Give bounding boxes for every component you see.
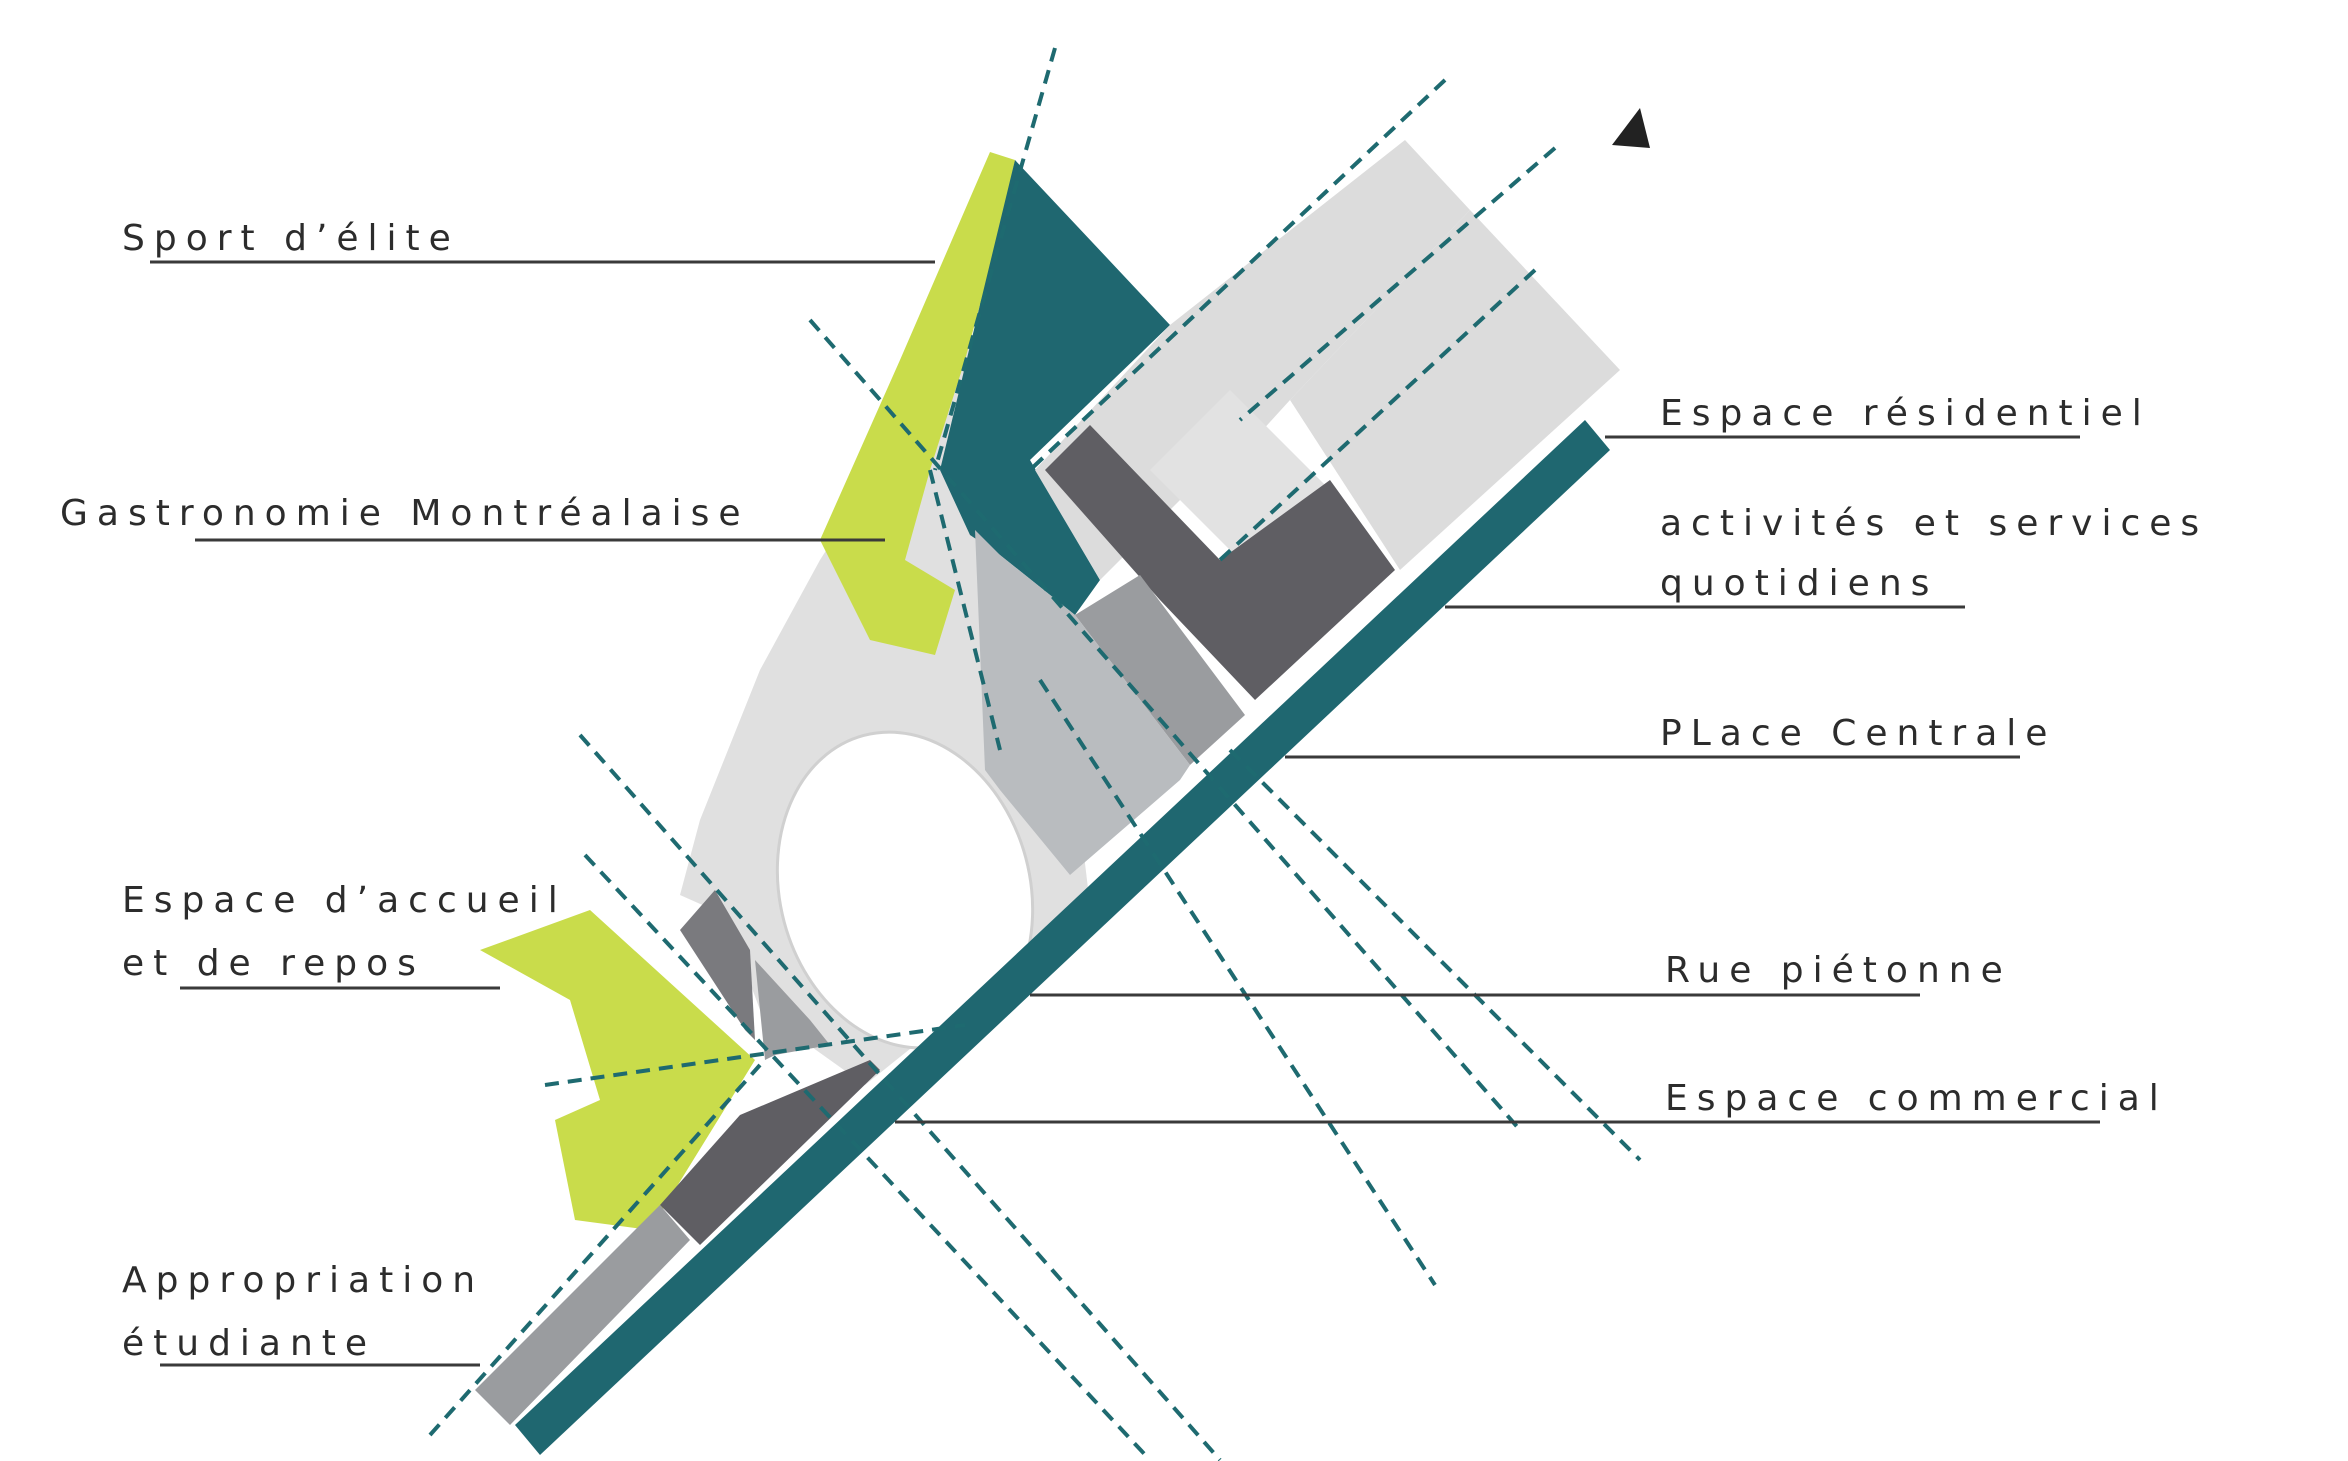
axis-line <box>1238 146 1557 422</box>
label-sport-elite: Sport d’élite <box>122 218 460 259</box>
label-gastronomie: Gastronomie Montréalaise <box>60 493 750 534</box>
label-activites-line1: activités et services <box>1660 503 2208 544</box>
accueil-area <box>480 910 755 1230</box>
axis-line <box>928 469 1002 751</box>
residential-block-1 <box>1035 140 1470 580</box>
axis-line <box>544 1023 966 1087</box>
rue-band <box>515 420 1610 1455</box>
label-appropriation-line2: étudiante <box>122 1323 376 1364</box>
sport-elite-area <box>820 152 1015 655</box>
axis-line <box>428 1063 762 1437</box>
label-rue-pietonne: Rue piétonne <box>1665 950 2012 991</box>
accueil-small-block-2 <box>755 960 830 1060</box>
teal-wedge-area <box>940 160 1170 615</box>
appropriation-block <box>475 1205 690 1425</box>
label-appropriation-line1: Appropriation <box>122 1260 484 1301</box>
axis-line <box>1228 748 1642 1162</box>
accueil-small-block-1 <box>680 890 755 1040</box>
label-accueil-line1: Espace d’accueil <box>122 880 567 921</box>
label-accueil-line2: et de repos <box>122 943 425 984</box>
residential-block-2 <box>1290 210 1620 570</box>
axis-line <box>578 733 1222 1461</box>
label-place-centrale: PLace Centrale <box>1660 713 2056 754</box>
place-centrale-block <box>1075 575 1245 765</box>
commercial-block <box>660 1060 880 1245</box>
axis-line <box>1218 268 1537 562</box>
axis-line <box>1028 78 1447 472</box>
axis-line <box>1038 678 1437 1287</box>
north-arrow-icon <box>1612 108 1650 148</box>
axis-line <box>933 47 1057 471</box>
services-block <box>1045 425 1395 700</box>
label-espace-commercial: Espace commercial <box>1665 1078 2168 1119</box>
label-espace-residentiel: Espace résidentiel <box>1660 393 2151 434</box>
label-activites-line2: quotidiens <box>1660 563 1938 604</box>
place-centrale-plaza <box>975 530 1190 875</box>
